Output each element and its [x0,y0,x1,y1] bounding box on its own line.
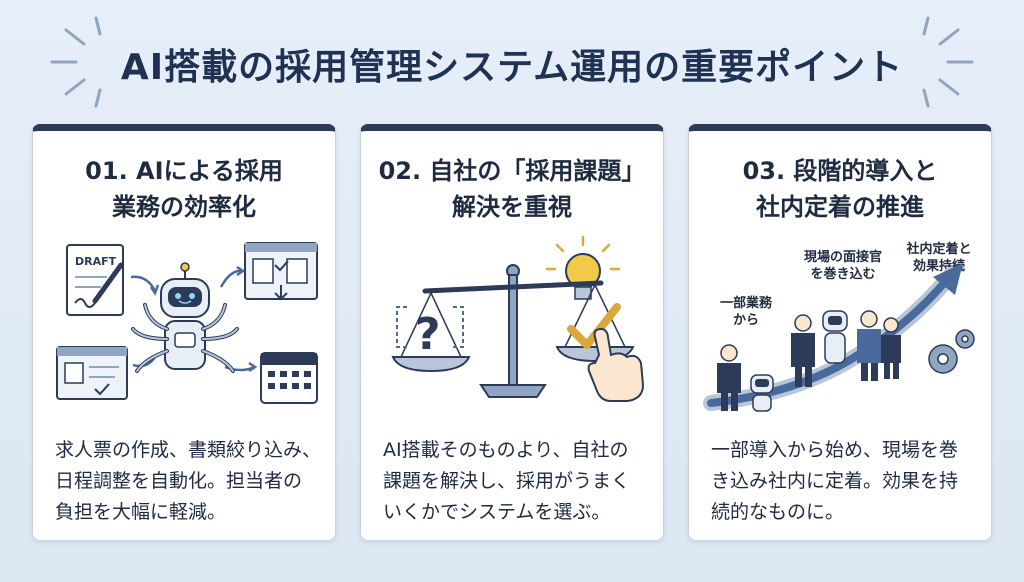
card-title-line: 02. 自社の「採用課題」 [378,157,646,185]
card-description: AI搭載そのものより、自社の 課題を解決し、採用がうまく いくかでシステムを選ぶ… [383,435,645,528]
card-description: 求人票の作成、書類絞り込み、 日程調整を自動化。担当者の 負担を大幅に軽減。 [55,435,322,528]
step-label-middle: 現場の面接官 を巻き込む [803,250,882,282]
robot-automation-illustration: DRAFT [56,242,318,404]
dashed-brackets [396,306,464,348]
description-line: 課題を解決し、採用がうまく [383,470,631,492]
description-line: いくかでシステムを選ぶ。 [383,501,611,523]
person-icon [717,344,741,411]
card-issue-solving: 02. 自社の「採用課題」 解決を重視 [360,124,664,541]
flow-arrows [130,265,258,373]
card-title-line: 03. 段階的導入と [742,157,938,185]
description-line: 一部導入から始め、現場を巻 [711,439,959,461]
draft-label: DRAFT [75,255,117,268]
question-mark-icon: ? [415,309,441,360]
card-title-line: 業務の効率化 [112,193,256,221]
card-description: 一部導入から始め、現場を巻 き込み社内に定着。効果を持 続的なものに。 [711,435,973,528]
robot-icon [131,262,239,373]
balance-scale-illustration: ? [391,235,645,402]
team-icon [791,310,901,387]
card-title: 02. 自社の「採用課題」 解決を重視 [361,153,663,225]
description-line: 求人票の作成、書類絞り込み、 [55,439,322,461]
small-robot-icon [750,374,774,412]
calendar-icon [260,352,318,404]
card-title-line: 社内定着の推進 [756,193,924,221]
description-line: き込み社内に定着。効果を持 [711,470,959,492]
card-phased-adoption: 03. 段階的導入と 社内定着の推進 一部業務 から 現場の面接官 を巻き込む … [688,124,992,541]
card-efficiency: 01. AIによる採用 業務の効率化 DRAFT [32,124,336,541]
title-rays [50,16,974,108]
card-title-line: 01. AIによる採用 [85,157,283,185]
draft-document-icon: DRAFT [66,244,124,316]
card-title-line: 解決を重視 [452,193,572,221]
card-title: 01. AIによる採用 業務の効率化 [33,153,335,225]
resume-window-icon [244,242,318,301]
checkmark-icon [567,303,621,349]
lightbulb-icon [545,235,621,300]
gear-icon [928,329,975,374]
card-title: 03. 段階的導入と 社内定着の推進 [689,153,991,225]
page-title: AI搭載の採用管理システム運用の重要ポイント [120,47,904,88]
pointing-hand-icon [587,327,645,402]
description-line: 日程調整を自動化。担当者の [55,470,303,492]
description-line: 続的なものに。 [711,501,845,523]
description-line: 負担を大幅に軽減。 [55,501,227,523]
phased-adoption-illustration [703,263,975,412]
step-label-start: 一部業務 から [719,296,772,328]
arrow-head-icon [933,263,963,295]
candidate-window-icon [56,346,128,400]
description-line: AI搭載そのものより、自社の [383,439,629,461]
